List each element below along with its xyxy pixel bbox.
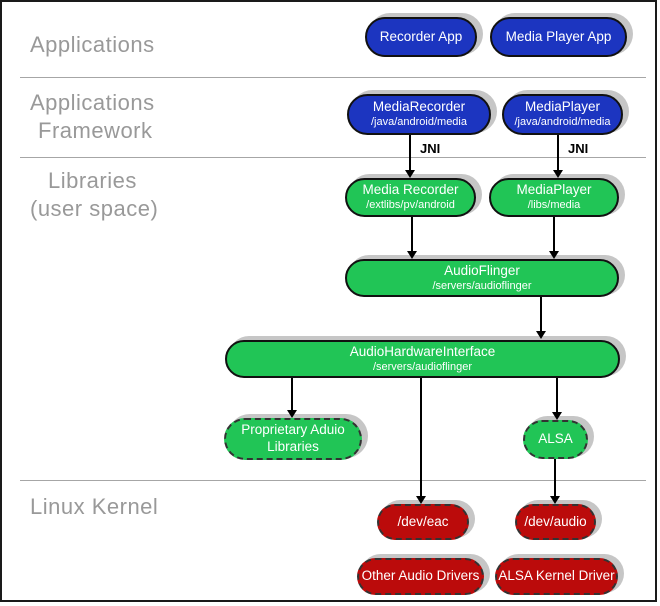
arrow-mediarecorder-to-audioflinger-line [411,217,413,253]
node-title: ALSA [538,431,573,447]
node-title-line1: Proprietary Aduio [241,422,345,438]
node-title: MediaPlayer [516,182,592,198]
node-other-audio-drivers: Other Audio Drivers [357,558,484,595]
node-dev-audio: /dev/audio [515,504,596,540]
layer-label-linux-kernel: Linux Kernel [30,494,159,519]
arrow-mediaplayer-jni-head [553,170,563,178]
node-subtitle: /servers/audioflinger [372,360,473,373]
node-title: Recorder App [379,28,463,44]
node-proprietary-audio-libraries: Proprietary Aduio Libraries [224,418,362,460]
node-mediaplayer-library: MediaPlayer /libs/media [489,178,619,217]
arrow-ahi-to-proprietary-line [291,378,293,412]
layer-label-applications-framework-line1: Applications [30,90,155,115]
node-media-player-app: Media Player App [490,17,627,57]
jni-label-right: JNI [568,141,589,156]
arrow-mediaplayer-to-audioflinger-line [553,217,555,253]
arrow-ahi-to-alsa-head [552,412,562,420]
arrow-ahi-to-dev-eac-head [416,496,426,504]
node-title: Other Audio Drivers [361,568,480,584]
node-title: Media Recorder [362,182,459,198]
node-subtitle: /servers/audioflinger [432,279,532,292]
node-alsa-kernel-driver: ALSA Kernel Driver [495,558,618,595]
node-title: ALSA Kernel Driver [498,568,615,584]
node-mediarecorder-framework: MediaRecorder /java/android/media [347,94,491,135]
layer-label-applications: Applications [30,32,155,57]
layer-label-applications-framework-line2: Framework [38,118,153,143]
arrow-mediaplayer-to-audioflinger-head [549,251,559,259]
arrow-ahi-to-dev-eac-line [420,378,422,498]
node-title: AudioFlinger [444,262,520,278]
arrow-mediaplayer-jni-line [557,135,559,172]
layer-divider-applications [20,77,646,78]
node-title: MediaPlayer [524,99,601,115]
arrow-alsa-to-dev-audio-head [550,496,560,504]
layer-divider-kernel [20,480,646,481]
layer-label-libraries-line1: Libraries [48,168,137,193]
arrow-mediarecorder-jni-line [409,135,411,172]
arrow-audioflinger-to-ahi-head [536,331,546,339]
layer-divider-framework [20,157,646,158]
jni-label-left: JNI [420,141,441,156]
node-mediaplayer-framework: MediaPlayer /java/android/media [502,94,623,135]
node-title: MediaRecorder [372,99,466,115]
node-subtitle: /extlibs/pv/android [366,199,455,212]
arrow-alsa-to-dev-audio-line [554,459,556,498]
node-title: Media Player App [505,28,612,44]
node-subtitle: /java/android/media [370,116,467,129]
node-title: /dev/eac [397,513,449,529]
node-media-recorder-library: Media Recorder /extlibs/pv/android [345,178,476,217]
node-title-line2: Libraries [267,439,319,454]
node-dev-eac: /dev/eac [377,504,469,540]
arrow-mediarecorder-jni-head [405,170,415,178]
layer-label-libraries-line2: (user space) [30,196,159,221]
node-subtitle: /libs/media [527,199,581,212]
node-audioflinger: AudioFlinger /servers/audioflinger [345,259,619,297]
node-audiohardwareinterface: AudioHardwareInterface /servers/audiofli… [225,340,620,378]
node-subtitle: /java/android/media [514,116,611,129]
arrow-audioflinger-to-ahi-line [540,297,542,334]
node-recorder-app: Recorder App [365,17,477,57]
arrow-ahi-to-proprietary-head [287,410,297,418]
arrow-mediarecorder-to-audioflinger-head [407,251,417,259]
node-title: /dev/audio [524,513,587,529]
arrow-ahi-to-alsa-line [556,378,558,414]
node-alsa: ALSA [523,420,588,459]
node-title: AudioHardwareInterface [349,343,496,359]
